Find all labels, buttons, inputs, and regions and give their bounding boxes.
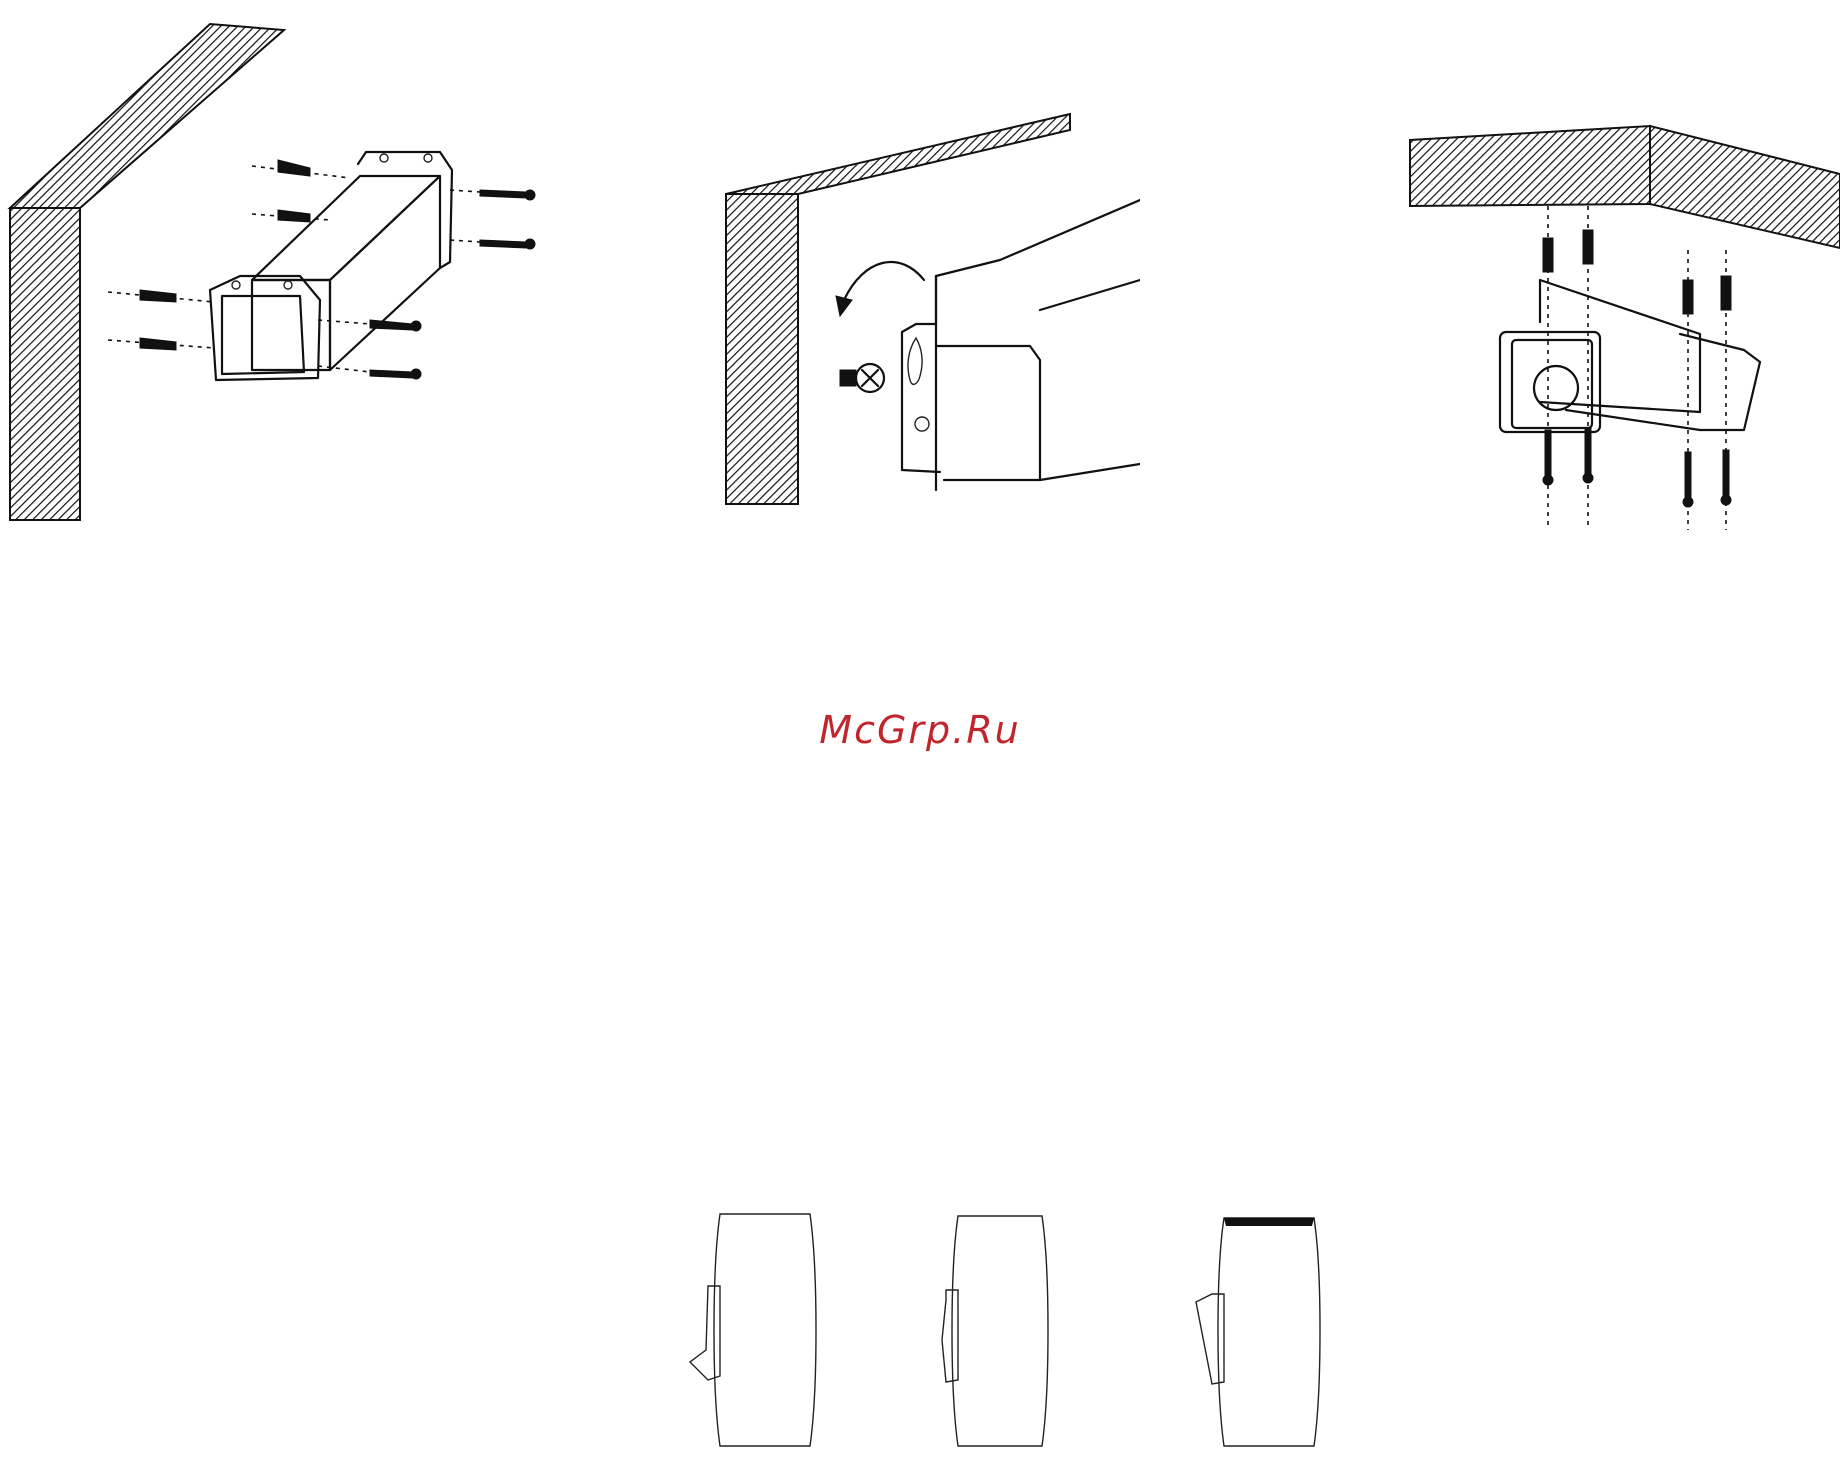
switch-icon <box>1196 1218 1320 1446</box>
rotate-arrow-icon <box>844 262 924 300</box>
screw-icon <box>1543 428 1731 507</box>
watermark: McGrp.Ru <box>0 708 1840 752</box>
anchor-icon <box>1543 206 1731 530</box>
switch-icon <box>942 1216 1048 1446</box>
anchor-icon <box>108 160 350 350</box>
screw-icon <box>840 364 884 392</box>
wall-mount-keyhole-figure <box>700 100 1140 520</box>
switch-icon <box>690 1214 816 1446</box>
wall-mount-side-figure <box>0 0 560 540</box>
ceiling-mount-figure <box>1400 110 1840 530</box>
switch-positions-figure <box>680 1210 1360 1460</box>
